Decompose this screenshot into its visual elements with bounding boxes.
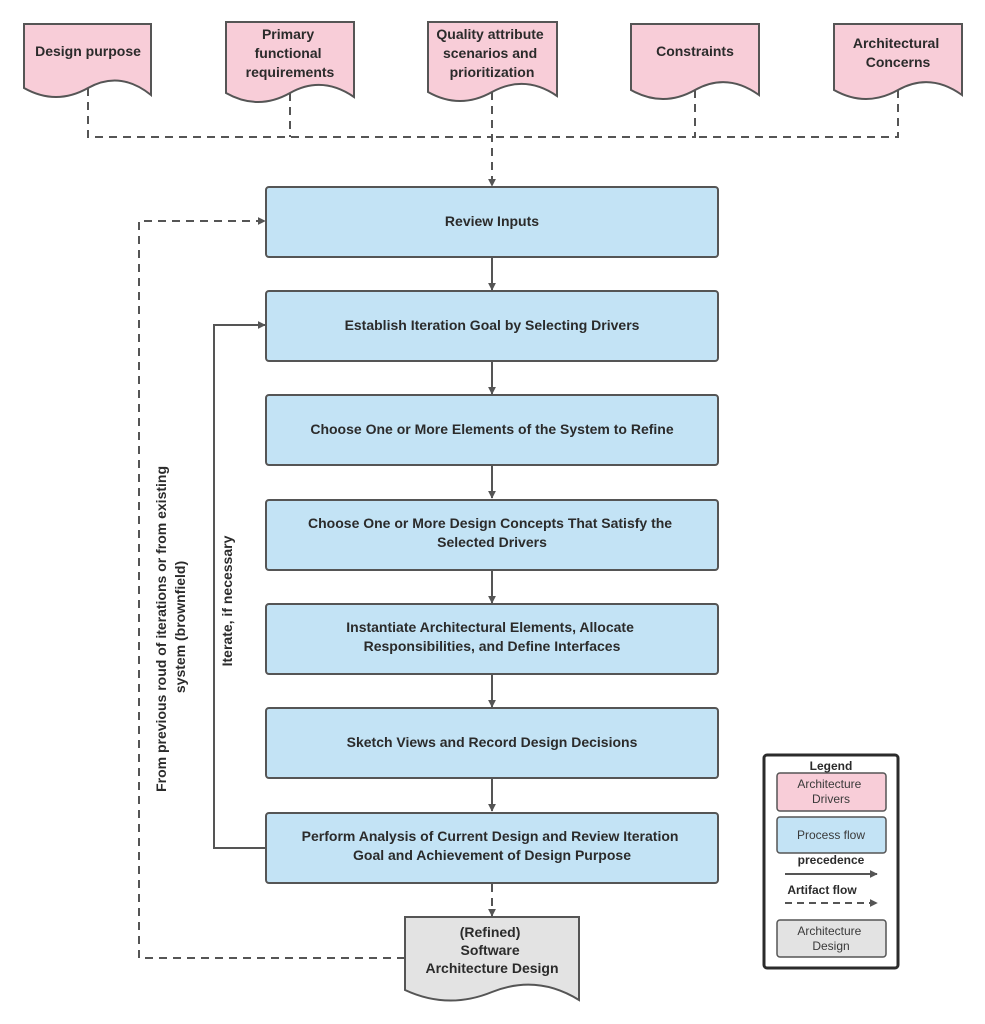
legend-process-swatch: [776, 816, 887, 854]
driver-architectural-concerns-label: Architectural Concerns: [853, 35, 943, 70]
driver-connectors: [87, 88, 899, 187]
legend-design-label: Architecture Design: [797, 924, 864, 953]
connector-constraints: [492, 90, 696, 138]
previous-round-arrow: [138, 217, 405, 959]
driver-design-purpose: [23, 23, 152, 98]
driver-architectural-concerns: [833, 23, 963, 100]
legend-process-label: Process flow: [797, 828, 865, 842]
step-instantiate-elements: [265, 603, 719, 675]
iterate-loop-arrow: [213, 321, 266, 849]
step-instantiate-elements-label: Instantiate Architectural Elements, Allo…: [346, 619, 638, 654]
step-choose-elements: [265, 394, 719, 466]
driver-primary-functional-label: Primary functional requirements: [246, 26, 335, 80]
step-perform-analysis-label: Perform Analysis of Current Design and R…: [302, 828, 683, 863]
output-document-label: (Refined) Software Architecture Design: [425, 924, 558, 976]
step-boxes: [265, 186, 719, 884]
driver-constraints-label: Constraints: [656, 43, 734, 59]
step-choose-elements-label: Choose One or More Elements of the Syste…: [310, 421, 674, 437]
connector-architectural-concerns: [695, 90, 899, 138]
driver-quality-attribute-label: Quality attribute scenarios and prioriti…: [436, 26, 547, 80]
legend-drivers-label: Architecture Drivers: [797, 777, 864, 806]
step-review-inputs-label: Review Inputs: [445, 213, 539, 229]
step-labels: Review Inputs Establish Iteration Goal b…: [302, 213, 683, 863]
driver-quality-attribute: [427, 21, 558, 102]
driver-labels: Design purpose Primary functional requir…: [35, 26, 943, 80]
legend-drivers-swatch: [776, 772, 887, 812]
legend-precedence-label: precedence: [798, 853, 865, 867]
step-sketch-views: [265, 707, 719, 779]
driver-primary-functional: [225, 21, 355, 103]
step-perform-analysis: [265, 812, 719, 884]
legend-design-swatch: [776, 919, 887, 958]
output-document-shape: [404, 916, 580, 1002]
legend: Legend Architecture Drivers Process flow…: [762, 753, 900, 970]
step-sketch-views-label: Sketch Views and Record Design Decisions: [347, 734, 638, 750]
legend-artifact-label: Artifact flow: [787, 883, 857, 897]
connector-design-purpose: [87, 88, 492, 138]
step-establish-iteration-goal-label: Establish Iteration Goal by Selecting Dr…: [345, 317, 640, 333]
driver-constraints: [630, 23, 760, 100]
legend-title: Legend: [810, 759, 853, 773]
driver-shapes: [23, 21, 963, 103]
precedence-arrows: [213, 257, 496, 849]
previous-round-label: From previous roud of iterations or from…: [153, 462, 188, 792]
artifact-arrows: [138, 217, 496, 959]
step-establish-iteration-goal: [265, 290, 719, 362]
iterate-label: Iterate, if necessary: [219, 535, 235, 666]
driver-design-purpose-label: Design purpose: [35, 43, 141, 59]
step-choose-design-concepts: [265, 499, 719, 571]
step-review-inputs: [265, 186, 719, 258]
step-choose-design-concepts-label: Choose One or More Design Concepts That …: [308, 515, 676, 550]
